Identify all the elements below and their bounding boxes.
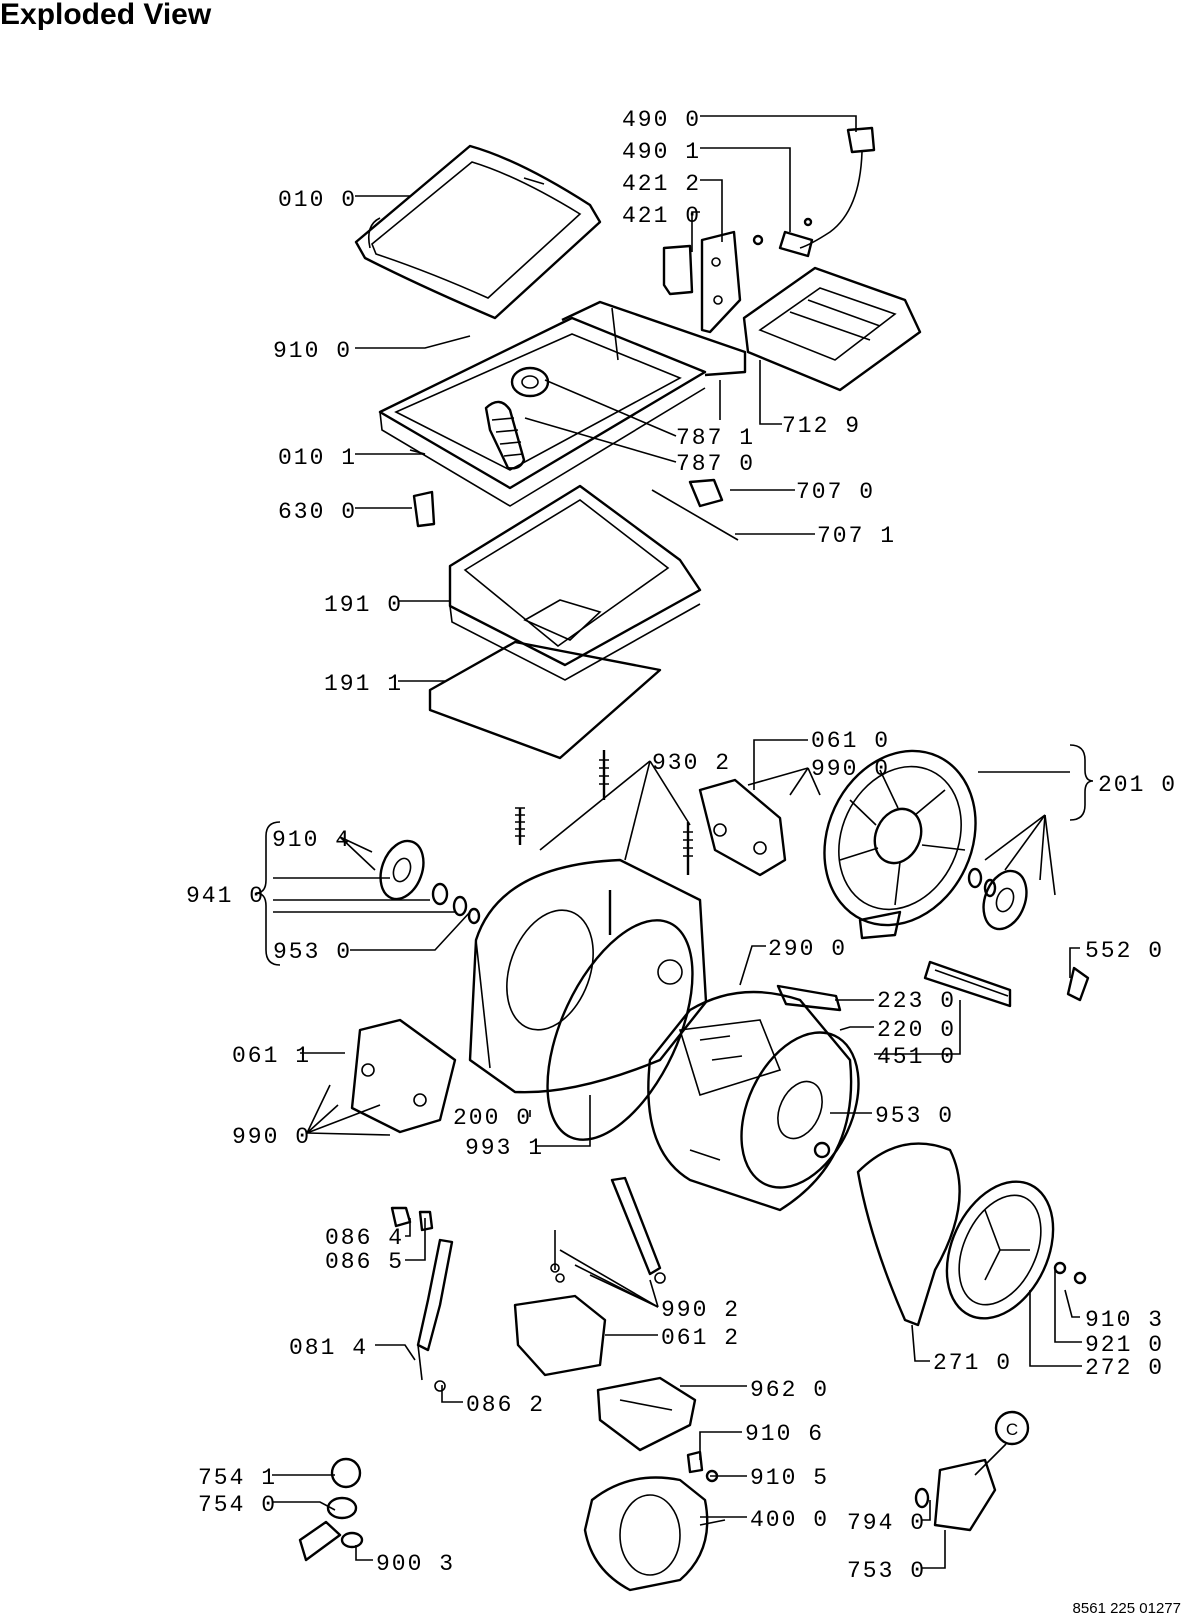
label-630-0: 630 0: [278, 499, 357, 525]
pressure-switch-707: [651, 478, 739, 541]
label-010-0: 010 0: [278, 187, 357, 213]
label-990-2: 990 2: [661, 1297, 740, 1323]
label-787-0: 787 0: [676, 451, 755, 477]
shock-absorber-center: [610, 1176, 666, 1284]
label-490-1: 490 1: [622, 139, 701, 165]
counterweight-061-0: [698, 778, 787, 877]
label-010-1: 010 1: [278, 445, 357, 471]
interference-filter-421: [662, 230, 742, 334]
label-081-4: 081 4: [289, 1335, 368, 1361]
brace-201: [1069, 744, 1094, 821]
label-962-0: 962 0: [750, 1377, 829, 1403]
label-272-0: 272 0: [1085, 1355, 1164, 1381]
belt-271: [856, 1142, 961, 1327]
label-061-1: 061 1: [232, 1043, 311, 1069]
label-941-0: 941 0: [186, 883, 265, 909]
tub-ring-191-0: [448, 484, 702, 681]
label-707-1: 707 1: [817, 523, 896, 549]
drum-220-0: [647, 990, 860, 1212]
label-900-3: 900 3: [376, 1551, 455, 1577]
electronic-module-712: [742, 266, 922, 392]
label-271-0: 271 0: [933, 1350, 1012, 1376]
counterweight-061-1: [350, 1018, 457, 1134]
motor-400: [583, 1476, 726, 1592]
label-086-2: 086 2: [466, 1392, 545, 1418]
worktop-frame-010-1: [378, 300, 747, 507]
label-061-2: 061 2: [661, 1325, 740, 1351]
label-086-5: 086 5: [325, 1249, 404, 1275]
bearing-set-941-left: [379, 839, 481, 925]
label-712-9: 712 9: [782, 413, 861, 439]
label-953-0-right: 953 0: [875, 1103, 954, 1129]
filter-754: [298, 1457, 364, 1562]
pulley-272: [945, 1180, 1087, 1320]
washer-953-right: [813, 1141, 831, 1159]
label-421-0: 421 0: [622, 203, 701, 229]
seal-ring-290-0: [546, 919, 694, 1141]
bearing-set-right: [967, 867, 1028, 931]
hose-787: [484, 366, 550, 470]
label-290-0: 290 0: [768, 936, 847, 962]
label-990-0-top: 990 0: [811, 756, 890, 782]
label-552-0: 552 0: [1085, 938, 1164, 964]
label-953-0-left: 953 0: [273, 939, 352, 965]
label-754-1: 754 1: [198, 1465, 277, 1491]
label-787-1: 787 1: [676, 425, 755, 451]
label-490-0: 490 0: [622, 107, 701, 133]
power-cable-490: [752, 126, 876, 258]
label-910-0: 910 0: [273, 338, 352, 364]
heater-451: [923, 960, 1012, 1008]
counterweight-061-2: [513, 1230, 607, 1377]
bracket-962: [596, 1376, 697, 1452]
label-400-0: 400 0: [750, 1507, 829, 1533]
page-title: Exploded View: [0, 0, 212, 31]
part-labels: 490 0 490 1 421 2 421 0 010 0 910 0 010 …: [186, 107, 1177, 1584]
label-191-0: 191 0: [324, 592, 403, 618]
label-223-0: 223 0: [877, 988, 956, 1014]
label-794-0: 794 0: [847, 1510, 926, 1536]
brace-941: [255, 821, 281, 966]
label-191-1: 191 1: [324, 671, 403, 697]
label-921-0: 921 0: [1085, 1332, 1164, 1358]
label-201-0: 201 0: [1098, 772, 1177, 798]
label-061-0: 061 0: [811, 728, 890, 754]
label-910-6: 910 6: [745, 1421, 824, 1447]
shock-absorber-081-4: [390, 1206, 454, 1392]
label-421-2: 421 2: [622, 171, 701, 197]
label-707-0: 707 0: [796, 479, 875, 505]
label-993-1: 993 1: [465, 1135, 544, 1161]
ntc-552: [1066, 966, 1090, 1002]
document-number: 8561 225 01277: [1072, 1600, 1181, 1617]
drain-pump-753: C: [914, 1410, 1030, 1532]
label-753-0: 753 0: [847, 1558, 926, 1584]
leader-lines: [272, 115, 1082, 1569]
part-630: [412, 490, 436, 528]
label-930-2: 930 2: [652, 750, 731, 776]
label-910-3: 910 3: [1085, 1307, 1164, 1333]
tub-back-201-0: [823, 749, 977, 940]
label-910-4: 910 4: [272, 827, 351, 853]
screws-910-5-6: [686, 1450, 719, 1483]
label-086-4: 086 4: [325, 1225, 404, 1251]
label-910-5: 910 5: [750, 1465, 829, 1491]
label-200-0: 200 0: [453, 1105, 532, 1131]
springs-930: [515, 750, 693, 935]
top-cover-010-0: [354, 144, 602, 320]
label-990-0-left: 990 0: [232, 1124, 311, 1150]
label-451-0: 451 0: [877, 1044, 956, 1070]
lifter-223: [776, 984, 842, 1012]
label-220-0: 220 0: [877, 1017, 956, 1043]
circle-marker-c: C: [1006, 1420, 1018, 1439]
gasket-191-1: [428, 640, 662, 760]
label-754-0: 754 0: [198, 1492, 277, 1518]
